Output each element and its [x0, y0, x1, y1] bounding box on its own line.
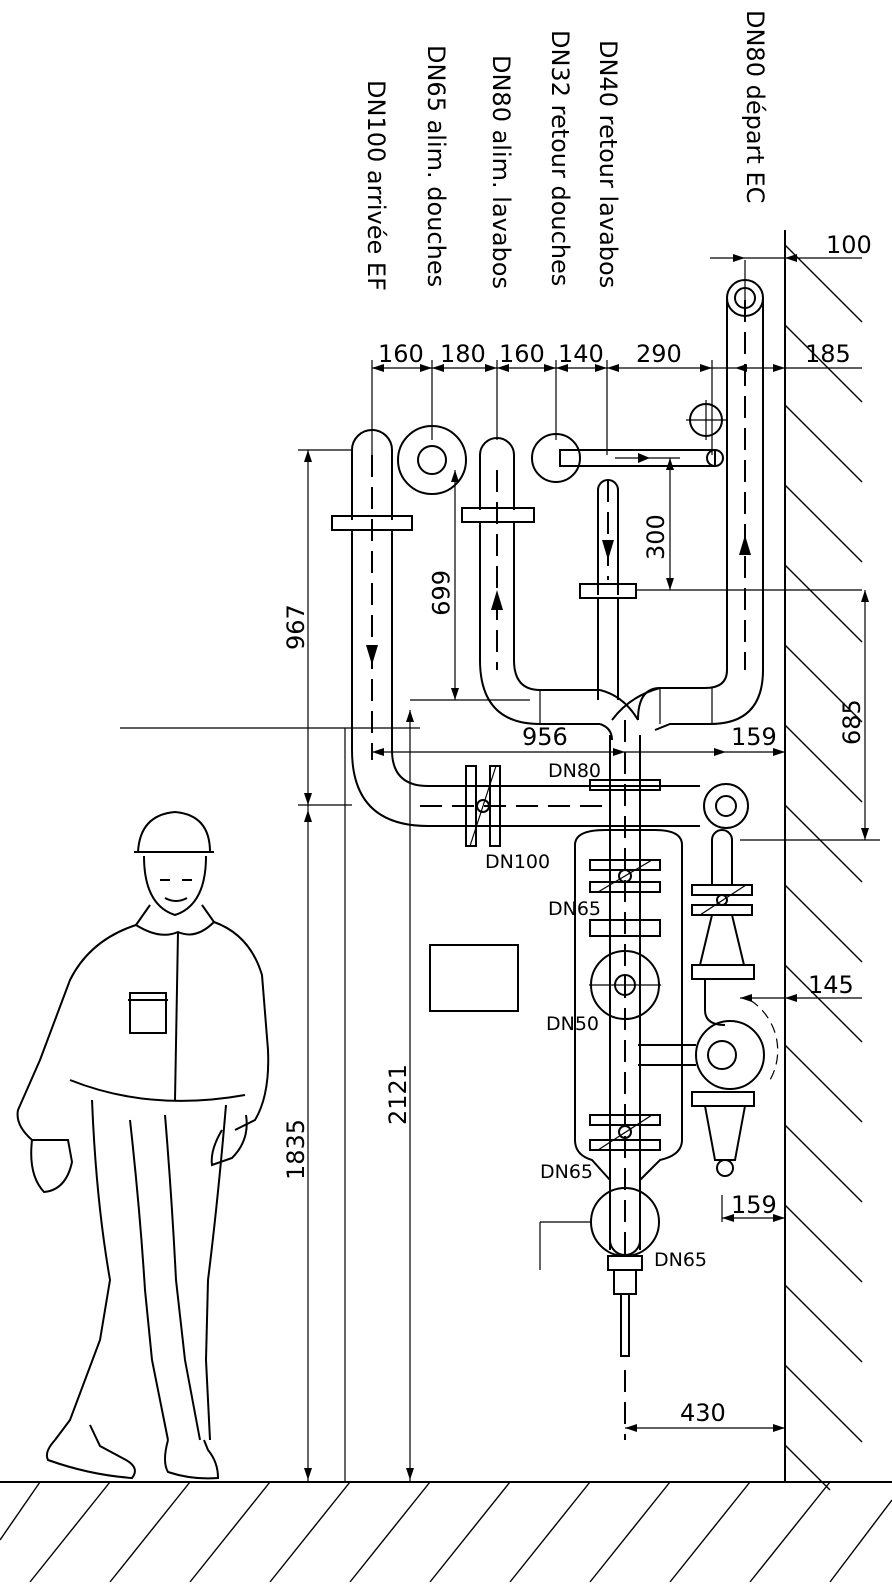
- pipe-runs: [351, 300, 764, 847]
- label-arrivee-ef: DN100 arrivée EF: [362, 80, 390, 291]
- dn50-label: DN50: [546, 1013, 599, 1035]
- dn65-upper-label: DN65: [548, 898, 601, 920]
- vertical-dimensions: 967 669 300 685 1835 2121: [120, 449, 880, 1482]
- pipe-top-ends: [331, 279, 764, 670]
- dn65-bottom-label: DN65: [654, 1249, 707, 1271]
- dim-685: 685: [838, 699, 866, 745]
- dim-956: 956: [522, 723, 568, 751]
- label-alim-lavabos: DN80 alim. lavabos: [487, 55, 515, 289]
- dim-290: 290: [636, 340, 682, 368]
- worker-figure: [16, 810, 270, 1480]
- label-retour-lavabos: DN40 retour lavabos: [594, 40, 622, 288]
- dim-1835: 1835: [282, 1119, 310, 1180]
- top-dimension-chain: 160 180 160 140 290 185 100: [371, 231, 872, 455]
- dim-180: 180: [440, 340, 486, 368]
- dim-967: 967: [282, 604, 310, 650]
- dim-140: 140: [558, 340, 604, 368]
- horizontal-dimensions: 956 159 145 159 430: [372, 723, 862, 1432]
- label-ec-depart: DN80 départ EC: [741, 10, 769, 203]
- dim-160-a: 160: [378, 340, 424, 368]
- dim-145: 145: [808, 971, 854, 999]
- dn80-label: DN80: [548, 760, 601, 782]
- dim-159-upper: 159: [731, 723, 777, 751]
- dim-300: 300: [642, 514, 670, 560]
- dim-2121: 2121: [384, 1064, 412, 1125]
- dim-185: 185: [805, 340, 851, 368]
- dim-159-lower: 159: [731, 1191, 777, 1219]
- diameter-labels: DN80 DN100 DN65 DN50 DN65 DN65: [485, 760, 707, 1271]
- dn100-label: DN100: [485, 851, 550, 873]
- wall: [784, 230, 863, 1491]
- central-collector: [429, 720, 749, 1440]
- dim-100: 100: [826, 231, 872, 259]
- label-retour-douches: DN32 retour douches: [546, 30, 574, 286]
- floor: [0, 1481, 892, 1583]
- label-alim-douches: DN65 alim. douches: [422, 45, 450, 287]
- pipe-labels: DN80 départ EC DN40 retour lavabos DN32 …: [362, 10, 769, 291]
- dn65-lower-label: DN65: [540, 1161, 593, 1183]
- dim-430: 430: [680, 1399, 726, 1427]
- dim-160-b: 160: [499, 340, 545, 368]
- dim-669: 669: [426, 570, 454, 616]
- right-branch: [638, 829, 779, 1177]
